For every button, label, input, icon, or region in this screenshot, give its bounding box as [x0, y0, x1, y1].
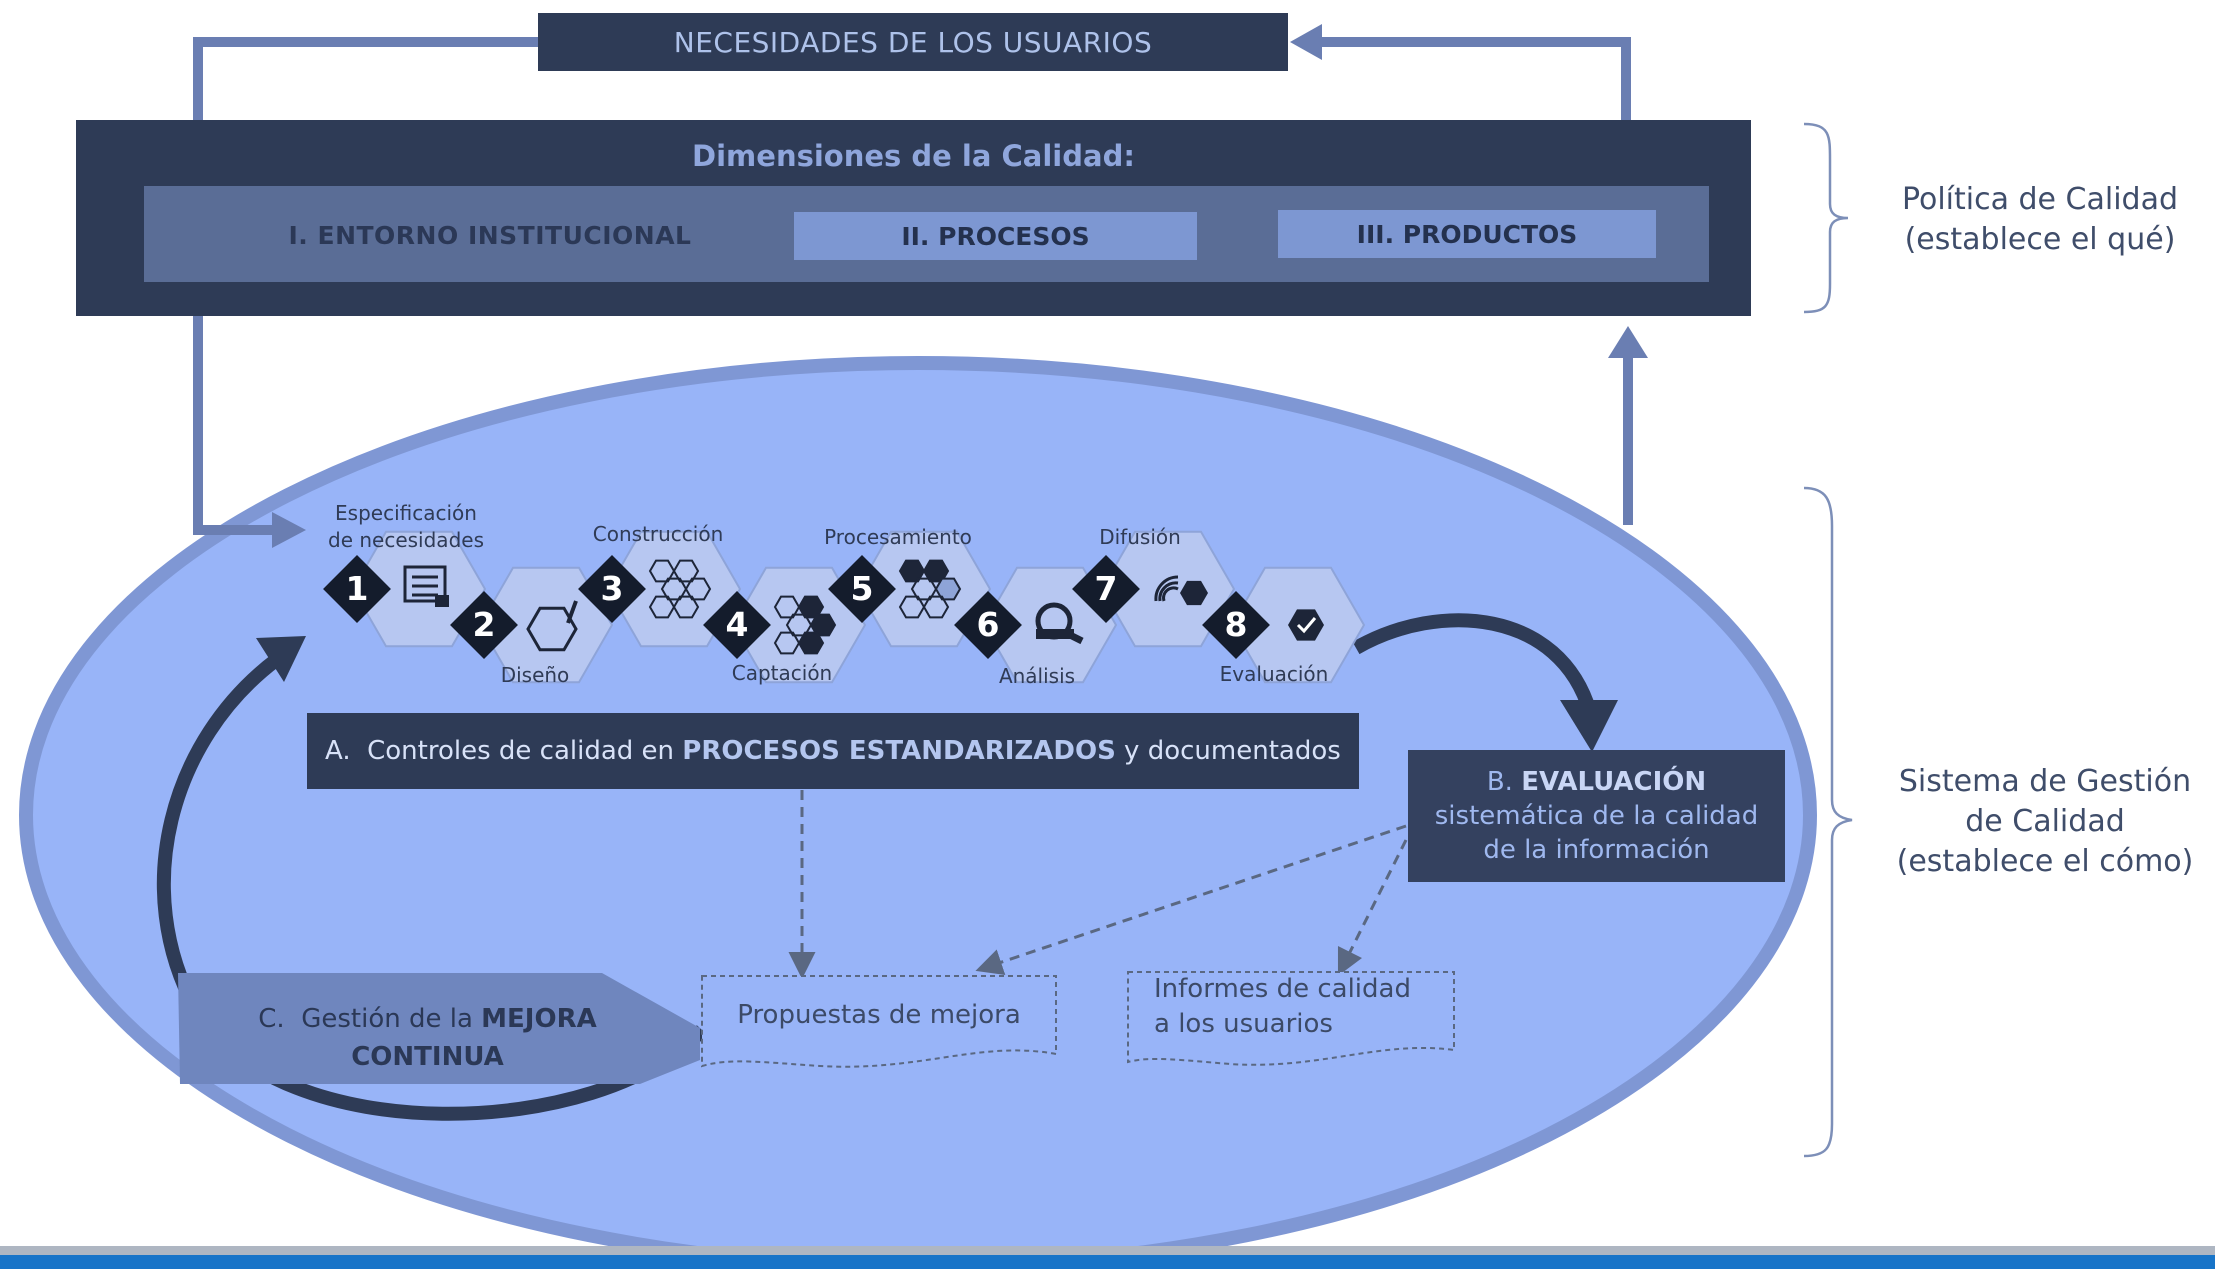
system-label-line1: Sistema de Gestión: [1898, 764, 2192, 799]
system-label-line2: de Calidad: [1965, 804, 2125, 839]
footer-gray-bar: [0, 1246, 2215, 1255]
stage-label-3: Construcción: [592, 522, 724, 546]
stage-2: 2: [450, 566, 614, 684]
design-tool-icon: [526, 600, 578, 652]
arrow-entorno-to-stages: [193, 258, 276, 535]
user-needs-label: NECESIDADES DE LOS USUARIOS: [673, 25, 1153, 59]
box-c-line2: CONTINUA: [351, 1038, 504, 1076]
stage-4: 4: [703, 566, 867, 684]
stage-3: 3: [578, 530, 742, 648]
box-b-line1: B. EVALUACIÓN: [1487, 765, 1706, 799]
box-c-bold: MEJORA: [481, 1004, 597, 1034]
stage-label-5: Procesamiento: [824, 525, 972, 549]
dimension-processes: II. PROCESOS: [794, 212, 1197, 260]
stage-diamond: [703, 591, 771, 659]
policy-label-line2: (establece el qué): [1904, 222, 2176, 257]
stage-number: 2: [473, 605, 496, 644]
quality-controls-box: A. Controles de calidad en PROCESOS ESTA…: [307, 713, 1359, 789]
stage-diamond: [450, 591, 518, 659]
user-needs-box: NECESIDADES DE LOS USUARIOS: [538, 13, 1288, 71]
arrowhead-needs-left: [1290, 24, 1322, 60]
stage-number: 5: [851, 569, 874, 608]
box-a-prefix: A. Controles de calidad en: [325, 736, 683, 766]
footer-blue-bar: [0, 1255, 2215, 1269]
reports-document-shape: [1127, 971, 1455, 1066]
improvement-proposals-document: Propuestas de mejora: [737, 999, 1021, 1030]
stage-diamond: [323, 555, 391, 623]
system-label: Sistema de Gestión de Calidad (establece…: [1880, 762, 2210, 882]
stage-number: 1: [346, 569, 369, 608]
hexagon-process-icon: [898, 559, 962, 619]
stage-label-8: Evaluación: [1219, 662, 1329, 686]
box-a-bold: PROCESOS ESTANDARIZADOS: [682, 736, 1116, 766]
magnifier-icon: [1035, 602, 1084, 645]
box-b-bold: EVALUACIÓN: [1521, 767, 1707, 797]
box-b-line3: de la información: [1483, 835, 1710, 865]
stage-number: 6: [977, 605, 1000, 644]
stage-1: 1: [323, 530, 487, 648]
stage-label-4: Captación: [731, 661, 833, 685]
process-stages: 1 2 3 4 5 6 7 8: [323, 530, 1366, 684]
stage-8: 8: [1202, 566, 1366, 684]
stage-7: 7: [1072, 530, 1236, 648]
stage-diamond: [578, 555, 646, 623]
stage-label-2: Diseño: [500, 663, 570, 687]
hexagon-filled-icon: [773, 595, 837, 655]
broadcast-icon: [1154, 575, 1208, 606]
quality-reports-document: Informes de calidad a los usuarios: [1154, 974, 1411, 1039]
dashed-arrow-b-to-reports: [1337, 839, 1408, 977]
stage-label-7: Difusión: [1099, 525, 1181, 549]
policy-label: Política de Calidad (establece el qué): [1880, 180, 2200, 260]
box-a-suffix: y documentados: [1115, 736, 1341, 766]
continuous-improvement-box: C. Gestión de la MEJORA CONTINUA: [200, 990, 655, 1086]
curved-arrowhead-to-evaluation: [1560, 700, 1618, 752]
evaluation-box: B. EVALUACIÓN sistemática de la calidad …: [1408, 750, 1785, 882]
stage-label-6: Análisis: [998, 664, 1076, 688]
dimension-products: III. PRODUCTOS: [1278, 210, 1656, 258]
document-icon: [403, 565, 449, 607]
curved-arrow-to-evaluation: [1352, 613, 1597, 715]
stage-number: 3: [601, 569, 624, 608]
stage-diamond: [828, 555, 896, 623]
stage-label-1: Especificación de necesidades: [328, 501, 484, 552]
stage-diamond: [1202, 591, 1270, 659]
arrowhead-to-products: [1608, 326, 1648, 358]
box-c-shape: [178, 973, 700, 1084]
stage-diamond: [954, 591, 1022, 659]
arrowhead-to-stage1: [272, 512, 306, 548]
stage-5: 5: [828, 530, 992, 648]
box-c-prefix: C. Gestión de la: [258, 1004, 482, 1034]
stage-number: 8: [1225, 605, 1248, 644]
quality-dimensions-title: Dimensiones de la Calidad:: [692, 139, 1135, 173]
dimension-institutional-environment: I. ENTORNO INSTITUCIONAL: [288, 220, 692, 250]
hexagon-outline-icon: [648, 559, 712, 619]
stage-diamond: [1072, 555, 1140, 623]
stage-number: 7: [1095, 569, 1118, 608]
box-c-line2-bold: CONTINUA: [351, 1042, 504, 1072]
proposals-document-shape: [701, 975, 1057, 1068]
system-label-line3: (establece el cómo): [1896, 844, 2194, 879]
stage-number: 4: [726, 605, 749, 644]
policy-label-line1: Política de Calidad: [1901, 182, 2179, 217]
box-b-line2: sistemática de la calidad: [1434, 801, 1759, 831]
box-c-line1: C. Gestión de la MEJORA: [258, 1000, 596, 1038]
improvement-loop-arrowhead: [256, 636, 306, 682]
check-icon: [1288, 609, 1324, 641]
box-b-prefix: B.: [1486, 767, 1522, 797]
dashed-arrow-b-to-proposals: [975, 824, 1407, 976]
